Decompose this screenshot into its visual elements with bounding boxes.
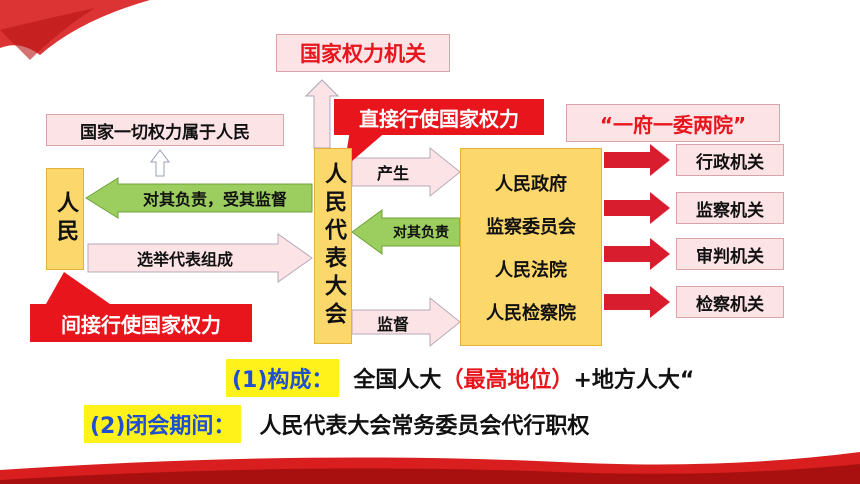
indirect-callout-pointer (46, 272, 110, 304)
up-arrow-to-power-belongs (150, 149, 170, 177)
arrow-responsible-supervise (85, 177, 313, 219)
recess-text: 人民代表大会常务委员会代行职权 (259, 414, 590, 439)
line-composition: (1)构成： 全国人大 （ 最高地位 ） +地方人大“ (226, 358, 694, 398)
arrow-supervise (351, 296, 461, 348)
arrow-produce (351, 146, 461, 198)
npc-box: 人民代表大会 (314, 148, 352, 344)
organs-title-box: “一府一委两院” (566, 104, 780, 142)
indirect-callout: 间接行使国家权力 (30, 304, 252, 342)
composition-text-a: 全国人大 (353, 368, 442, 393)
organ-item-court: 人民法院 (495, 259, 567, 281)
organs-box: 人民政府 监察委员会 人民法院 人民检察院 (460, 148, 602, 346)
direct-callout: 直接行使国家权力 (334, 99, 544, 135)
direct-callout-pointer (344, 130, 388, 168)
arrow-responsible-supervise-label: 对其负责，受其监督 (142, 190, 287, 209)
power-organ-box: 国家权力机关 (276, 34, 450, 72)
power-belongs-box: 国家一切权力属于人民 (46, 114, 284, 146)
red-arrow-3 (604, 238, 670, 270)
decor-red-band-bottom (0, 452, 860, 484)
organ-type-judicial: 审判机关 (676, 238, 784, 270)
arrow-elect (87, 233, 313, 283)
arrow-supervise-label: 监督 (376, 315, 409, 334)
recess-label: (2)闭会期间： (84, 405, 242, 443)
line-recess: (2)闭会期间： 人民代表大会常务委员会代行职权 (84, 404, 589, 444)
decor-red-swoosh-top (0, 0, 150, 60)
organ-type-supervisory: 监察机关 (676, 192, 784, 224)
composition-paren-close: ） (551, 368, 574, 393)
arrow-produce-label: 产生 (376, 164, 409, 183)
people-box: 人民 (46, 168, 84, 270)
composition-text-b: +地方人大“ (573, 368, 695, 393)
composition-label: (1)构成： (226, 359, 340, 397)
composition-paren-open: （ (441, 368, 464, 393)
organ-type-administrative: 行政机关 (676, 144, 784, 176)
organ-item-government: 人民政府 (495, 173, 567, 195)
arrow-elect-label: 选举代表组成 (136, 250, 233, 269)
organ-item-supervisory-commission: 监察委员会 (486, 216, 576, 238)
red-arrow-4 (604, 286, 670, 318)
up-arrow-to-power-organ (304, 79, 340, 149)
organ-item-procuratorate: 人民检察院 (486, 302, 576, 324)
arrow-responsible-label: 对其负责 (393, 225, 449, 241)
red-arrow-2 (604, 192, 670, 224)
red-arrow-1 (604, 144, 670, 176)
composition-highlight: 最高地位 (463, 368, 552, 393)
organ-type-procuratorial: 检察机关 (676, 286, 784, 318)
